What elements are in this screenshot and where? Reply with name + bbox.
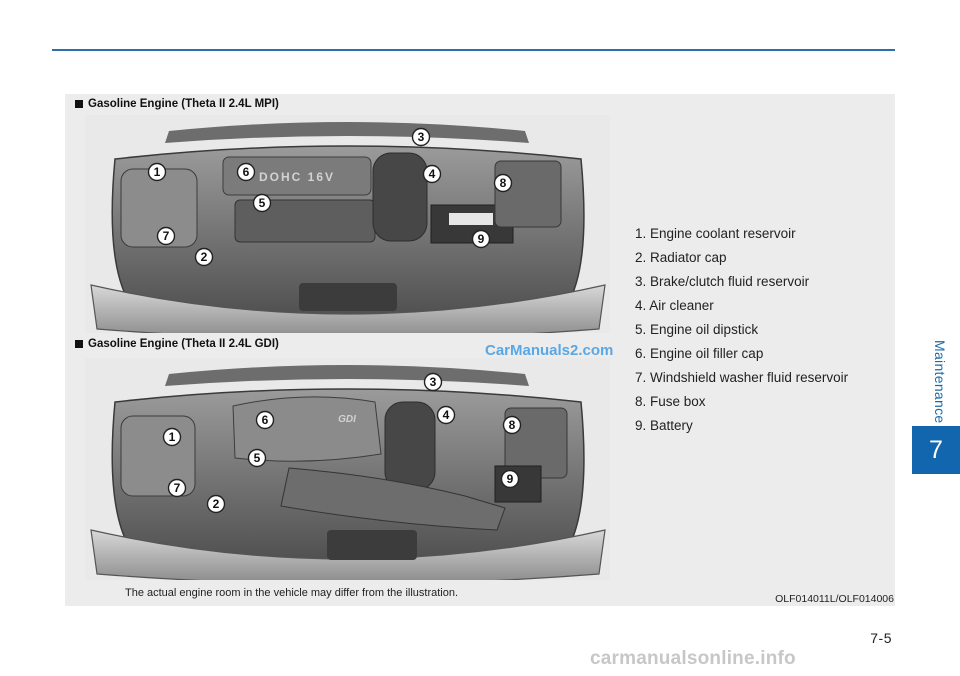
callout-4: 4: [429, 167, 436, 181]
mpi-engine-illustration: DOHC 16V 1 2 3 4 5 6 7 8 9: [85, 115, 610, 333]
callout-8: 8: [509, 418, 516, 432]
callout-5: 5: [259, 196, 266, 210]
legend-item: 9. Battery: [635, 418, 693, 433]
figure-code: OLF014011L/OLF014006: [775, 593, 894, 605]
callout-9: 9: [478, 232, 485, 246]
figure-1-heading: Gasoline Engine (Theta II 2.4L MPI): [75, 98, 279, 110]
callout-2: 2: [213, 497, 220, 511]
chapter-tab: 7: [912, 426, 960, 474]
square-bullet-icon: [75, 100, 83, 108]
engine-cover-text: GDI: [338, 414, 356, 425]
square-bullet-icon: [75, 340, 83, 348]
legend-item: 4. Air cleaner: [635, 298, 714, 313]
engine-cover-text: DOHC 16V: [259, 170, 335, 184]
callout-8: 8: [500, 176, 507, 190]
legend-item: 7. Windshield washer fluid reservoir: [635, 370, 849, 385]
figure-2-title: Gasoline Engine (Theta II 2.4L GDI): [88, 338, 279, 350]
callout-7: 7: [163, 229, 170, 243]
callout-1: 1: [154, 165, 161, 179]
callout-6: 6: [243, 165, 250, 179]
callout-9: 9: [507, 472, 514, 486]
figure-1-title: Gasoline Engine (Theta II 2.4L MPI): [88, 98, 279, 110]
callout-6: 6: [262, 413, 269, 427]
watermark: CarManuals2.com: [485, 342, 614, 359]
callout-4: 4: [443, 408, 450, 422]
callout-1: 1: [169, 430, 176, 444]
legend-item: 1. Engine coolant reservoir: [635, 226, 796, 241]
gdi-engine-illustration: GDI 1 2 3 4 5 6 7 8 9: [85, 358, 610, 580]
callout-3: 3: [418, 130, 425, 144]
page-number: 7-5: [870, 630, 892, 646]
legend-item: 5. Engine oil dipstick: [635, 322, 759, 337]
header-rule: [52, 49, 895, 51]
figure-2-heading: Gasoline Engine (Theta II 2.4L GDI): [75, 338, 279, 350]
footer-brand: carmanualsonline.info: [590, 648, 796, 669]
callout-5: 5: [254, 451, 261, 465]
callout-3: 3: [430, 375, 437, 389]
illustration-note: The actual engine room in the vehicle ma…: [125, 587, 459, 599]
legend-item: 2. Radiator cap: [635, 250, 727, 265]
component-legend: 1. Engine coolant reservoir 2. Radiator …: [635, 224, 848, 440]
callout-7: 7: [174, 481, 181, 495]
legend-item: 3. Brake/clutch fluid reservoir: [635, 274, 810, 289]
legend-item: 6. Engine oil filler cap: [635, 346, 764, 361]
section-label: Maintenance: [932, 340, 948, 424]
callout-2: 2: [201, 250, 208, 264]
legend-item: 8. Fuse box: [635, 394, 706, 409]
